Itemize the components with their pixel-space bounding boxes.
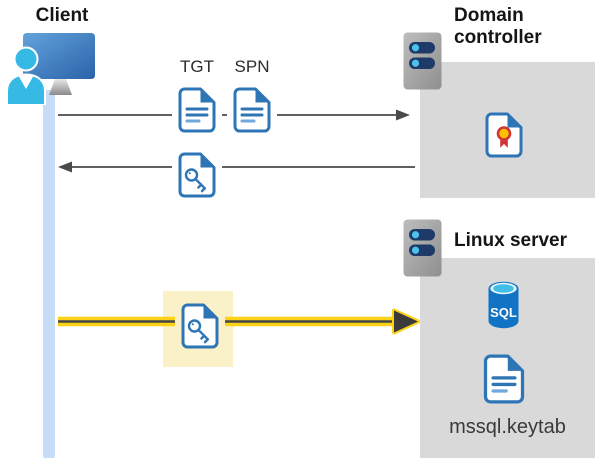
arrow-domain-controller-to-client (58, 161, 415, 173)
linux-server-label: Linux server (454, 230, 567, 251)
client-user-monitor-icon (2, 30, 97, 106)
keytab-filename-label: mssql.keytab (449, 416, 566, 438)
sql-icon-label: SQL (490, 305, 517, 320)
arrow-client-to-linux-highlighted (58, 308, 420, 335)
client-timeline-bar (43, 90, 55, 458)
key-document-highlighted-icon (175, 297, 225, 355)
key-document-icon (172, 146, 222, 204)
domain-controller-server-icon (402, 31, 443, 91)
tgt-label: TGT (180, 57, 214, 76)
spn-label: SPN (234, 57, 270, 76)
certificate-document-icon (485, 112, 523, 158)
sql-database-icon: SQL (487, 281, 520, 329)
client-label: Client (35, 5, 89, 26)
keytab-document-icon (483, 354, 525, 404)
linux-server-icon (402, 218, 443, 278)
spn-ticket-document-icon (227, 81, 277, 139)
tgt-ticket-document-icon (172, 81, 222, 139)
domain-controller-label: Domain controller (454, 5, 542, 48)
